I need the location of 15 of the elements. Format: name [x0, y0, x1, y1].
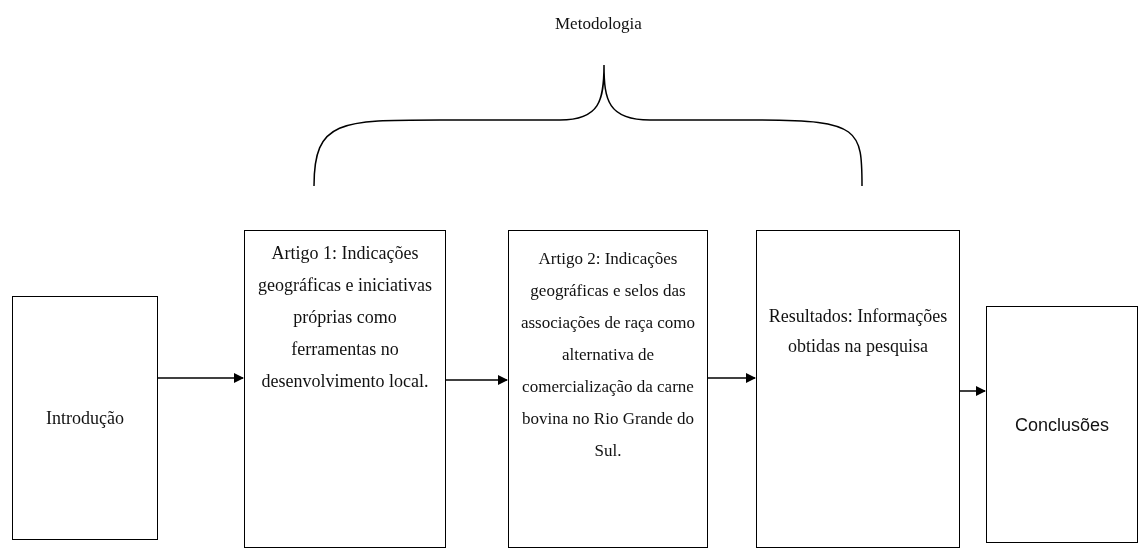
process-box [986, 306, 1138, 543]
box-text: Introdução [45, 407, 125, 430]
arrow [707, 373, 756, 383]
arrow [157, 373, 244, 383]
arrow [445, 375, 508, 385]
brace-label: Metodologia [555, 14, 642, 34]
box-text: Artigo 1: Indicações geográficas e iniciativas próprias como ferramentas no desenvolvimento local. [257, 242, 433, 393]
process-box [508, 230, 708, 548]
box-text: Resultados: Informações obtidas na pesquisa [767, 305, 949, 358]
arrow [959, 386, 986, 396]
process-box [756, 230, 960, 548]
box-text: Artigo 2: Indicações geográficas e selos das associações de raça como alternativa de comercialização da carne bovina no Rio Grande do Sul. [519, 248, 697, 462]
process-box [12, 296, 158, 540]
process-box [244, 230, 446, 548]
box-text: Conclusões [1013, 413, 1111, 437]
